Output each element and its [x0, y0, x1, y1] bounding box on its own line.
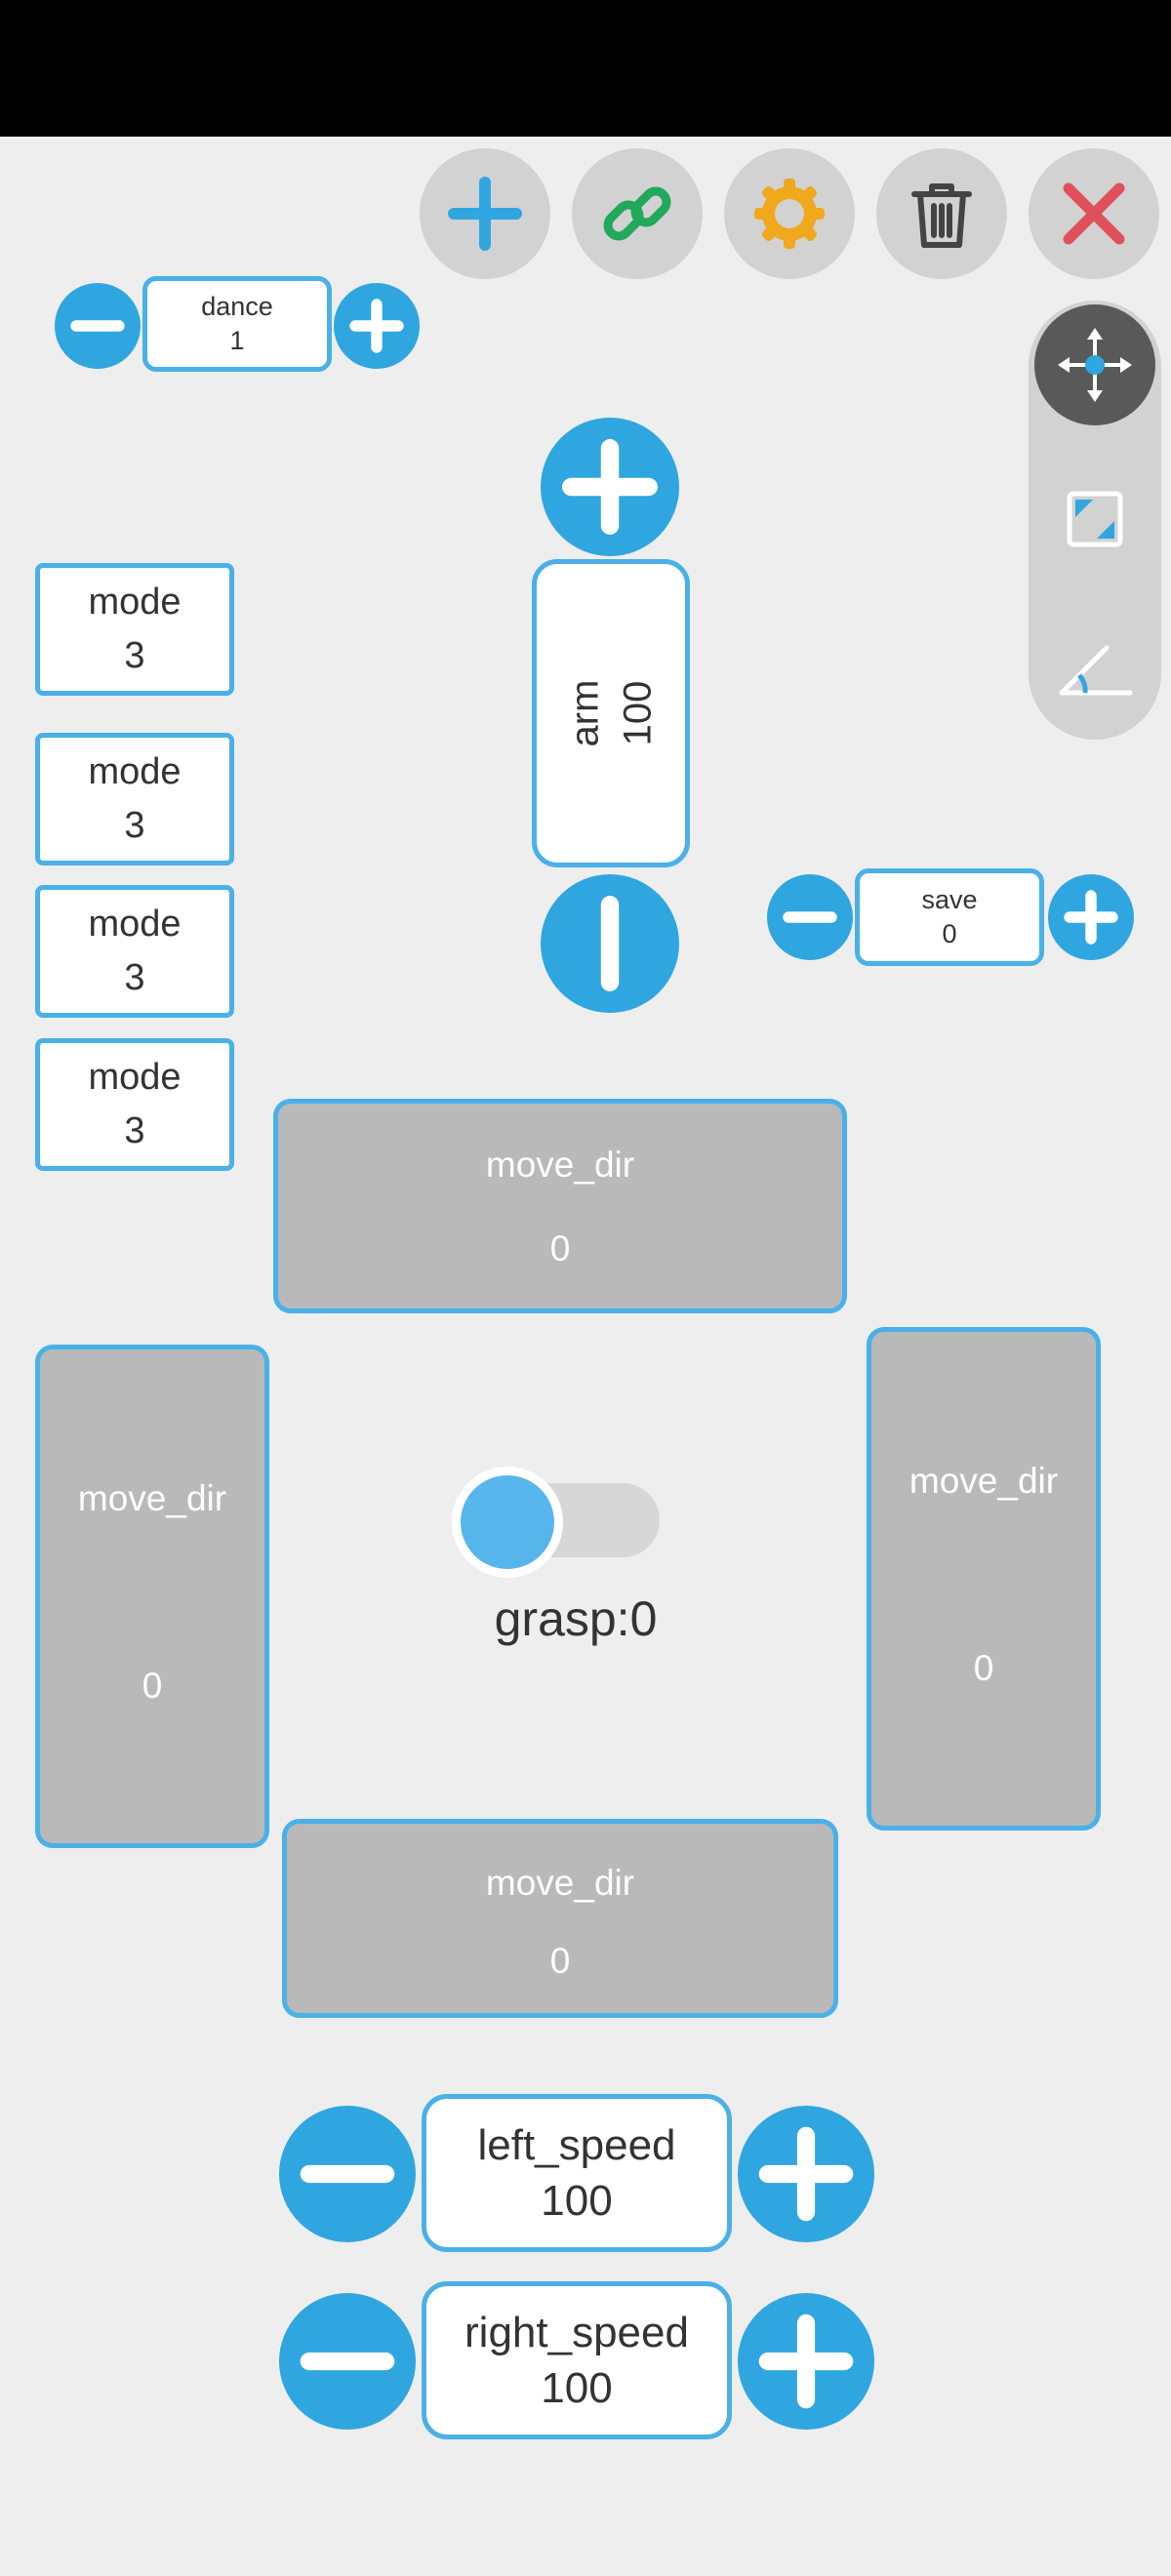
right-speed-label: right_speed — [464, 2308, 689, 2356]
dance-value-box[interactable]: dance 1 — [142, 276, 332, 372]
mode-button-1[interactable]: mode 3 — [35, 563, 234, 696]
move-dir-left-value: 0 — [141, 1666, 163, 1706]
minus-icon — [300, 2352, 395, 2371]
resize-icon — [1067, 491, 1123, 547]
arm-increment-button[interactable] — [541, 418, 679, 556]
mode-value: 3 — [124, 805, 145, 846]
right-speed-value-box[interactable]: right_speed 100 — [422, 2281, 732, 2439]
save-label: save — [921, 884, 978, 914]
move-dir-up-value: 0 — [549, 1228, 571, 1268]
mode-value: 3 — [124, 1110, 145, 1151]
gear-icon — [754, 179, 825, 249]
plus-icon — [1064, 890, 1118, 945]
plus-icon — [448, 177, 522, 251]
plus-icon — [349, 299, 404, 353]
move-dir-left-label: move_dir — [77, 1478, 227, 1518]
left-speed-label: left_speed — [477, 2120, 676, 2169]
dance-increment-button[interactable] — [334, 283, 420, 369]
plus-icon — [758, 2314, 854, 2409]
right-speed-decrement-button[interactable] — [279, 2293, 416, 2430]
arm-rotated-text: arm 100 — [558, 680, 664, 747]
left-speed-decrement-button[interactable] — [279, 2106, 416, 2242]
right-speed-value: 100 — [541, 2364, 613, 2412]
move-dir-right-value: 0 — [973, 1648, 994, 1688]
angle-icon — [1059, 645, 1133, 696]
delete-button[interactable] — [876, 148, 1007, 279]
arm-label: arm — [562, 679, 606, 747]
angle-tool-button[interactable] — [1056, 640, 1134, 699]
save-value-box[interactable]: save 0 — [855, 868, 1044, 966]
move-dir-right-pad[interactable]: move_dir 0 — [867, 1327, 1101, 1831]
dance-label: dance — [201, 291, 273, 321]
plus-icon — [562, 439, 658, 535]
close-button[interactable] — [1029, 148, 1159, 279]
close-icon — [1063, 182, 1125, 245]
mode-label: mode — [88, 1056, 182, 1098]
move-dir-down-value: 0 — [549, 1941, 571, 1981]
mode-button-3[interactable]: mode 3 — [35, 885, 234, 1018]
resize-tool-button[interactable] — [1066, 490, 1124, 548]
move-dir-down-label: move_dir — [485, 1863, 635, 1903]
arm-value-box[interactable]: arm 100 — [532, 559, 690, 867]
status-bar — [0, 0, 1171, 137]
save-value: 0 — [942, 919, 957, 948]
link-icon — [603, 186, 671, 241]
left-speed-value: 100 — [541, 2177, 613, 2225]
minus-icon — [600, 896, 620, 991]
move-dir-up-pad[interactable]: move_dir 0 — [273, 1099, 847, 1313]
grasp-toggle-knob[interactable] — [452, 1467, 563, 1578]
trash-icon — [911, 183, 972, 248]
minus-icon — [70, 320, 125, 332]
plus-icon — [758, 2126, 854, 2222]
mode-value: 3 — [124, 957, 145, 998]
move-arrows-icon — [1058, 328, 1132, 402]
move-dir-down-pad[interactable]: move_dir 0 — [282, 1819, 838, 2018]
mode-button-4[interactable]: mode 3 — [35, 1038, 234, 1171]
arm-decrement-button[interactable] — [541, 874, 679, 1013]
mode-label: mode — [88, 581, 182, 623]
move-tool-button[interactable] — [1034, 304, 1155, 425]
link-button[interactable] — [572, 148, 703, 279]
add-widget-button[interactable] — [420, 148, 550, 279]
mode-label: mode — [88, 903, 182, 945]
move-dir-up-label: move_dir — [485, 1145, 635, 1185]
move-dir-right-label: move_dir — [909, 1461, 1059, 1501]
grasp-label: grasp:0 — [494, 1591, 658, 1646]
mode-button-2[interactable]: mode 3 — [35, 733, 234, 865]
mode-value: 3 — [124, 635, 145, 676]
minus-icon — [783, 911, 837, 923]
arm-value: 100 — [615, 680, 659, 746]
left-speed-value-box[interactable]: left_speed 100 — [422, 2094, 732, 2252]
minus-icon — [300, 2164, 395, 2184]
mode-label: mode — [88, 750, 182, 792]
left-speed-increment-button[interactable] — [738, 2106, 874, 2242]
dance-decrement-button[interactable] — [55, 283, 141, 369]
save-decrement-button[interactable] — [767, 874, 853, 960]
dance-value: 1 — [229, 326, 245, 355]
settings-button[interactable] — [724, 148, 855, 279]
right-speed-increment-button[interactable] — [738, 2293, 874, 2430]
save-increment-button[interactable] — [1048, 874, 1134, 960]
move-dir-left-pad[interactable]: move_dir 0 — [35, 1345, 269, 1848]
